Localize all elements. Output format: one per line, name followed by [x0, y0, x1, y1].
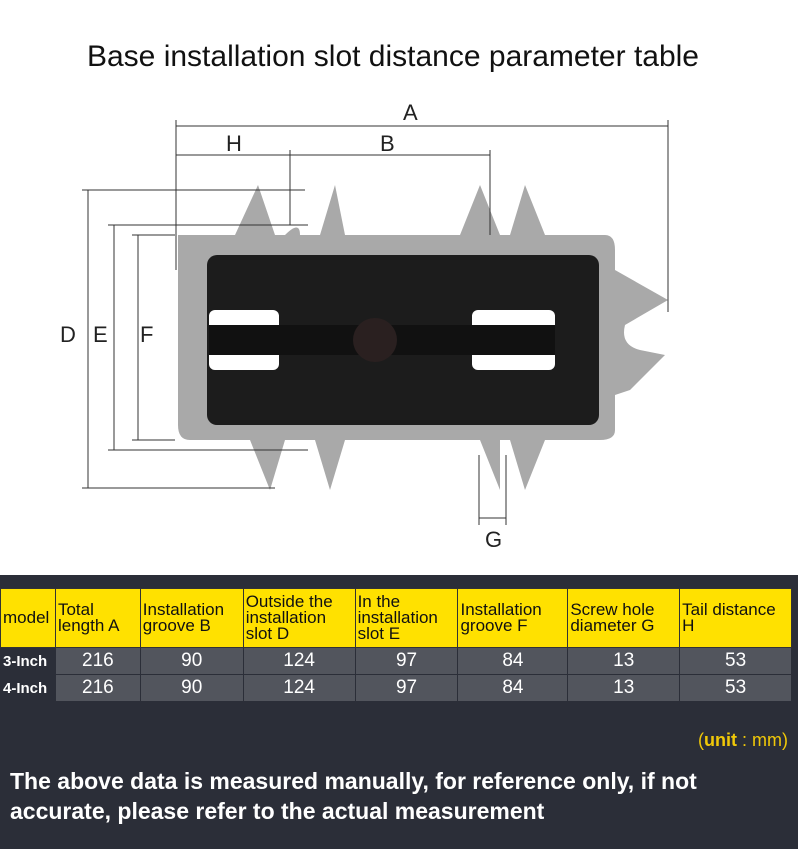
label-g: G	[485, 527, 502, 552]
value-cell: 216	[54, 647, 141, 675]
unit-word: unit	[704, 730, 737, 750]
unit-label: (unit : mm)	[698, 730, 788, 751]
column-header: Installation groove B	[139, 588, 244, 648]
column-header: Tail distance H	[679, 588, 792, 648]
column-header: Installation groove F	[457, 588, 569, 648]
value-cell: 97	[354, 647, 459, 675]
label-a: A	[403, 100, 418, 125]
label-e: E	[93, 322, 108, 347]
label-b: B	[380, 131, 395, 156]
value-cell: 90	[139, 647, 244, 675]
disclaimer-note: The above data is measured manually, for…	[10, 768, 697, 824]
value-cell: 84	[457, 674, 569, 702]
label-f: F	[140, 322, 153, 347]
model-cell: 4-Inch	[0, 674, 56, 702]
value-cell: 84	[457, 647, 569, 675]
unit-open: (	[698, 730, 704, 750]
page-title: Base installation slot distance paramete…	[86, 40, 699, 73]
column-header: In the installation slot E	[354, 588, 459, 648]
center-nut	[353, 318, 397, 362]
model-cell: 3-Inch	[0, 647, 56, 675]
value-cell: 124	[242, 647, 356, 675]
value-cell: 216	[54, 674, 141, 702]
value-cell: 97	[354, 674, 459, 702]
base-diagram: A H B D E F G	[60, 100, 669, 552]
value-cell: 13	[567, 647, 681, 675]
value-cell: 90	[139, 674, 244, 702]
column-header: Screw hole diameter G	[567, 588, 681, 648]
column-header: Total length A	[54, 588, 141, 648]
label-h: H	[226, 131, 242, 156]
unit-value: : mm)	[737, 730, 788, 750]
value-cell: 13	[567, 674, 681, 702]
value-cell: 53	[679, 674, 792, 702]
value-cell: 53	[679, 647, 792, 675]
column-header: Outside the installation slot D	[242, 588, 356, 648]
value-cell: 124	[242, 674, 356, 702]
column-header: model	[0, 588, 56, 648]
label-d: D	[60, 322, 76, 347]
